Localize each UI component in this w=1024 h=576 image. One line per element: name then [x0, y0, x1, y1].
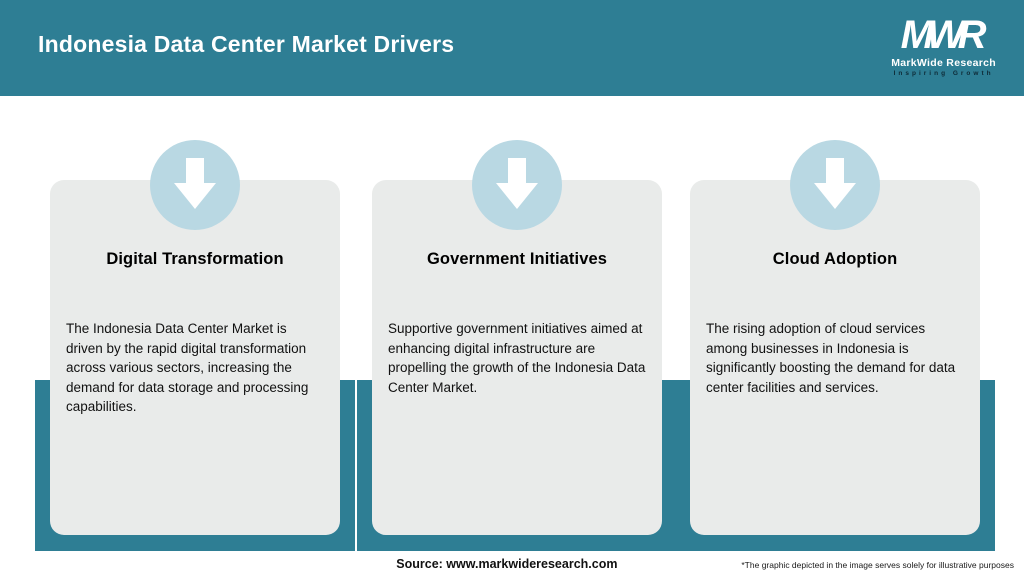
down-arrow-badge — [472, 140, 562, 230]
card-body: Government Initiatives Supportive govern… — [372, 180, 662, 535]
card-body: Digital Transformation The Indonesia Dat… — [50, 180, 340, 535]
down-arrow-badge — [790, 140, 880, 230]
markwide-logo: MWR MarkWide Research Inspiring Growth — [891, 15, 996, 78]
logo-tagline: Inspiring Growth — [893, 70, 994, 77]
card-title: Government Initiatives — [426, 250, 608, 268]
card-title: Cloud Adoption — [772, 250, 898, 268]
footer-disclaimer: *The graphic depicted in the image serve… — [741, 560, 1014, 570]
page-title: Indonesia Data Center Market Drivers — [38, 30, 455, 57]
arrow-down-icon — [814, 158, 856, 209]
card-title: Digital Transformation — [106, 250, 284, 268]
arrow-down-icon — [496, 158, 538, 209]
card-description: The rising adoption of cloud services am… — [706, 321, 956, 395]
card-description: Supportive government initiatives aimed … — [388, 321, 646, 395]
card-cloud-adoption: Cloud Adoption The rising adoption of cl… — [675, 140, 995, 551]
card-government-initiatives: Government Initiatives Supportive govern… — [357, 140, 677, 551]
logo-acronym: MWR — [900, 12, 987, 57]
down-arrow-badge — [150, 140, 240, 230]
card-body: Cloud Adoption The rising adoption of cl… — [690, 180, 980, 535]
card-digital-transformation: Digital Transformation The Indonesia Dat… — [35, 140, 355, 551]
arrow-down-icon — [174, 158, 216, 209]
card-description: The Indonesia Data Center Market is driv… — [66, 321, 309, 415]
header-bar: Indonesia Data Center Market Drivers MWR… — [0, 0, 1024, 96]
footer-source: Source: www.markwideresearch.com — [396, 557, 618, 571]
logo-name: MarkWide Research — [891, 56, 996, 69]
